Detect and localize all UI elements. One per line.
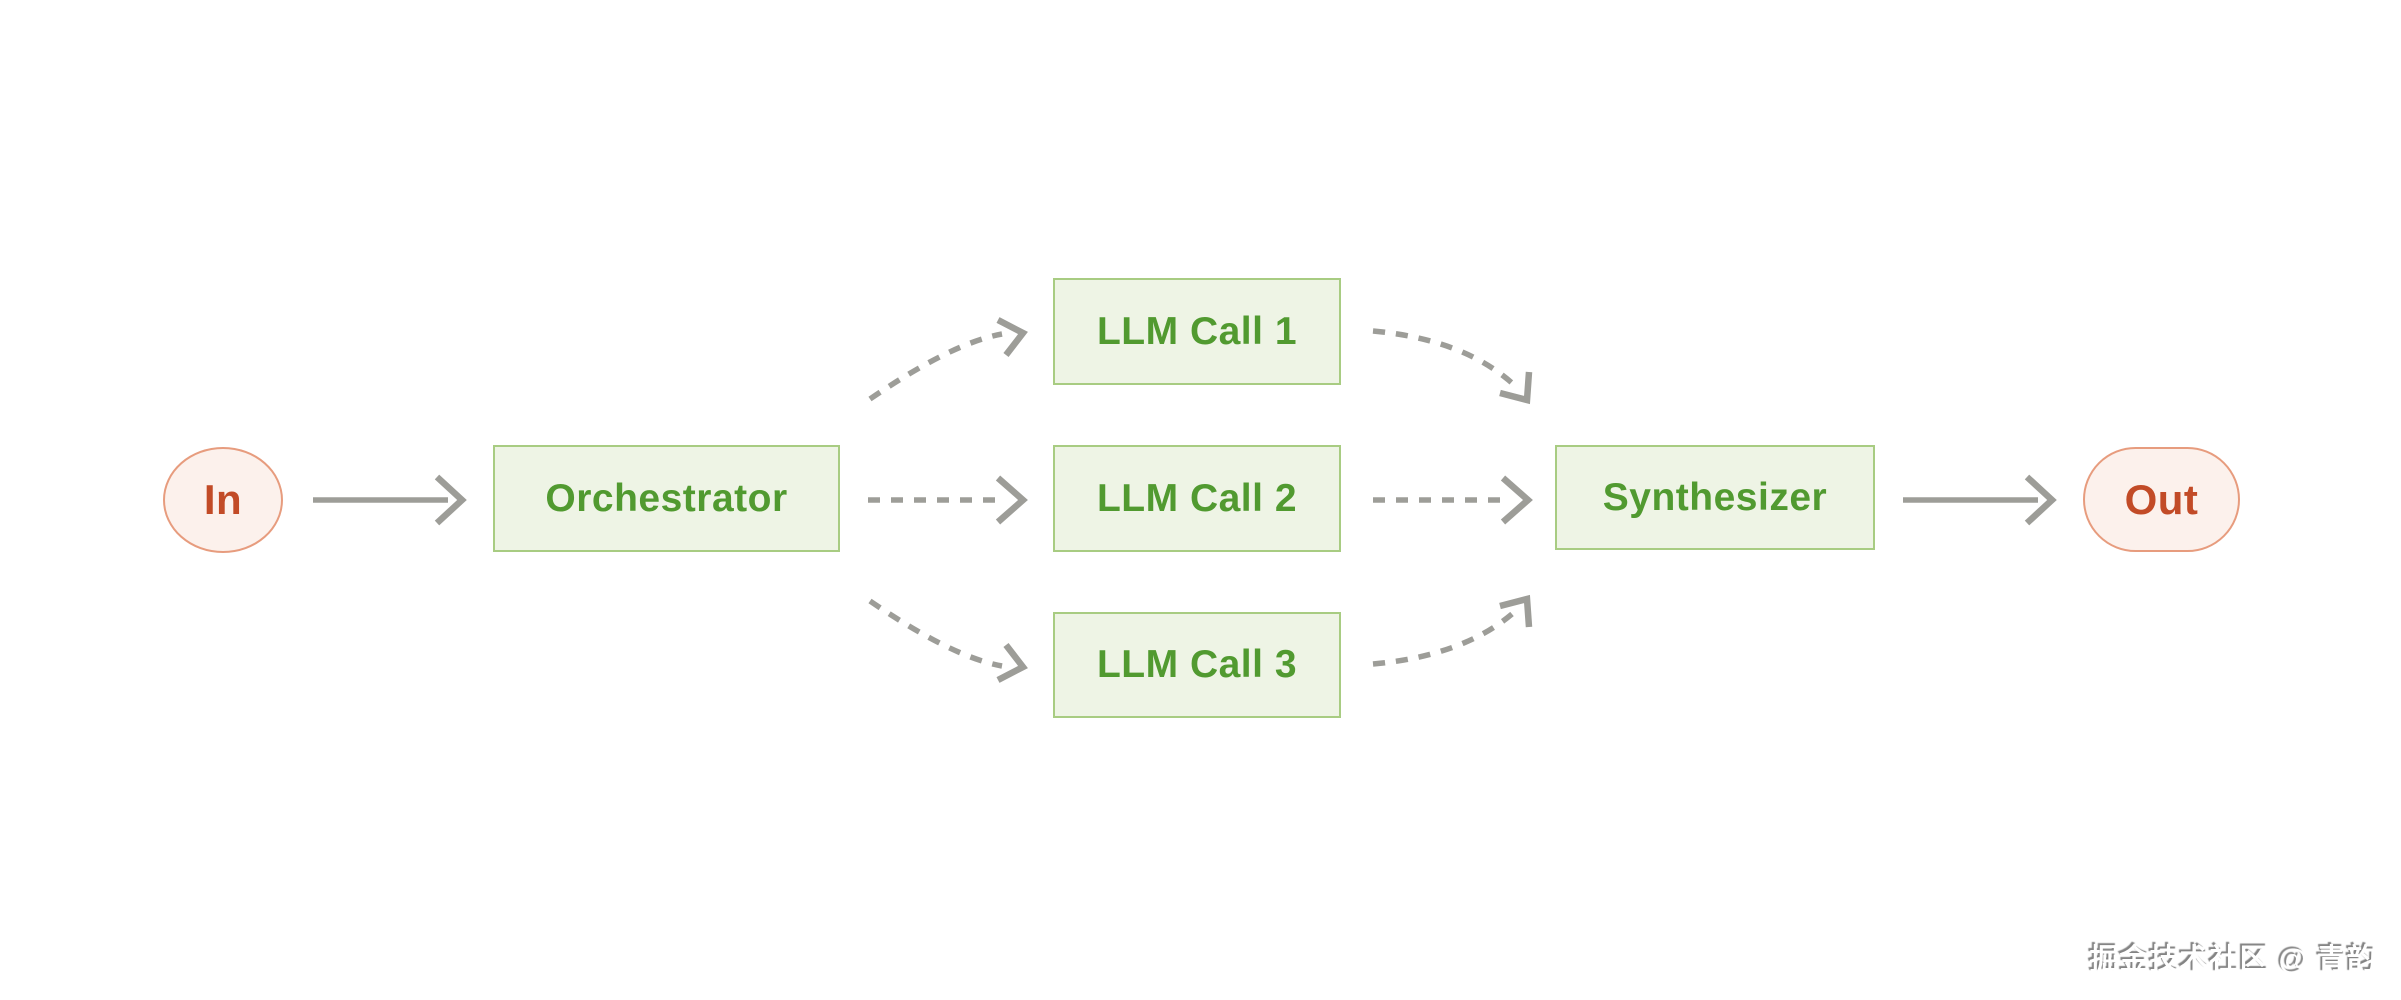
arrow-synthesizer-to-out-head: [2024, 474, 2057, 526]
node-out: Out: [2083, 447, 2240, 552]
node-llm-call-2: LLM Call 2: [1053, 445, 1341, 552]
node-synthesizer: Synthesizer: [1555, 445, 1875, 550]
watermark: 掘金技术社区 @ 青韵: [2089, 944, 2377, 976]
node-llm-call-3-label: LLM Call 3: [1096, 643, 1298, 686]
arrow-orchestrator-to-llm-call-1: [868, 331, 1003, 402]
arrow-orchestrator-to-llm-call-3: [868, 598, 1003, 669]
node-llm-call-1: LLM Call 1: [1053, 278, 1341, 385]
arrow-llm-call-1-to-synthesizer: [1372, 328, 1514, 386]
arrow-orchestrator-to-llm-call-3-head: [996, 643, 1028, 683]
node-orchestrator: Orchestrator: [493, 445, 840, 552]
arrow-llm-call-1-to-synthesizer-head: [1499, 371, 1533, 405]
arrow-in-to-orchestrator-head: [434, 474, 467, 526]
node-in-label: In: [203, 476, 243, 523]
node-llm-call-2-label: LLM Call 2: [1096, 476, 1298, 520]
node-llm-call-3: LLM Call 3: [1053, 612, 1341, 718]
node-orchestrator-label: Orchestrator: [545, 476, 788, 520]
arrow-llm-call-3-to-synthesizer-head: [1499, 594, 1533, 628]
arrow-orchestrator-to-llm-call-2-head: [995, 475, 1028, 525]
node-synthesizer-label: Synthesizer: [1602, 475, 1828, 519]
arrow-llm-call-2-to-synthesizer-head: [1500, 475, 1533, 525]
arrow-llm-call-3-to-synthesizer: [1372, 611, 1514, 667]
node-in: In: [163, 447, 283, 553]
node-llm-call-1-label: LLM Call 1: [1096, 309, 1298, 353]
node-out-label: Out: [2124, 475, 2199, 523]
arrow-orchestrator-to-llm-call-1-head: [996, 317, 1028, 357]
